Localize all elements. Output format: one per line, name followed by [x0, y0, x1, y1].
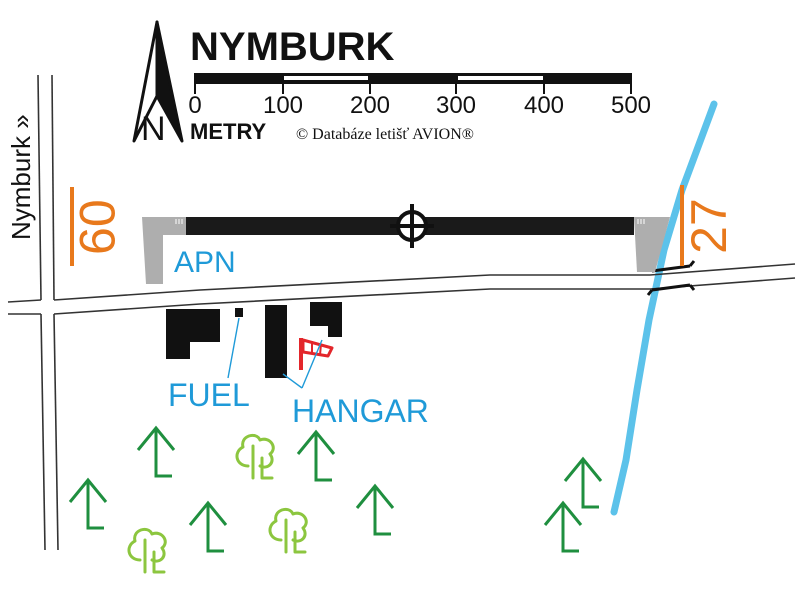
map-title: NYMBURK — [190, 25, 395, 69]
scale-tick-label: 500 — [611, 92, 651, 119]
road-label-nymburk: Nymburk » — [6, 114, 36, 240]
hangar-label: HANGAR — [292, 393, 429, 429]
fuel-station — [235, 308, 243, 317]
label-leader-lines — [227, 317, 323, 389]
conifer-tree-icon — [68, 477, 108, 530]
north-label: N — [141, 110, 166, 148]
deciduous-tree-icons — [127, 433, 308, 574]
conifer-tree-icon — [543, 500, 583, 553]
conifer-tree-icon — [136, 425, 176, 478]
conifer-tree-icons — [68, 425, 603, 553]
deciduous-tree-icon — [268, 507, 308, 554]
conifer-tree-icon — [563, 456, 603, 509]
runway-threshold-marks — [175, 219, 645, 224]
copyright-text: © Databáze letišť AVION® — [296, 126, 474, 143]
runway-designator-west: 09 — [69, 199, 125, 255]
scale-tick-label: 300 — [436, 92, 476, 119]
apron-east — [634, 217, 670, 272]
conifer-tree-icon — [188, 500, 228, 553]
conifer-tree-icon — [296, 429, 336, 482]
conifer-tree-icon — [355, 483, 395, 536]
fuel-label: FUEL — [168, 377, 250, 413]
deciduous-tree-icon — [235, 433, 275, 480]
river — [610, 100, 718, 516]
hangar-building-main — [265, 305, 287, 378]
scale-tick-label: 100 — [263, 92, 303, 119]
runway-designator-east: 27 — [681, 198, 737, 254]
scale-tick-label: 200 — [350, 92, 390, 119]
aerodrome-reference-point-icon — [390, 204, 434, 248]
windsock-icon — [299, 338, 334, 370]
scale-tick-label: 400 — [524, 92, 564, 119]
runway-designator-east-group: 27 — [680, 185, 737, 266]
apron-label: APN — [174, 246, 236, 279]
roads — [7, 74, 796, 551]
north-arrow-icon — [132, 20, 184, 143]
apron-west — [142, 217, 186, 284]
hangar-building-east — [310, 302, 342, 337]
fuel-building — [166, 309, 220, 359]
scale-tick-label: 0 — [188, 92, 201, 119]
scale-bar — [194, 73, 632, 94]
deciduous-tree-icon — [127, 527, 167, 574]
scale-unit-label: METRY — [190, 119, 267, 144]
runway-designator-west-group: 09 — [69, 187, 125, 266]
